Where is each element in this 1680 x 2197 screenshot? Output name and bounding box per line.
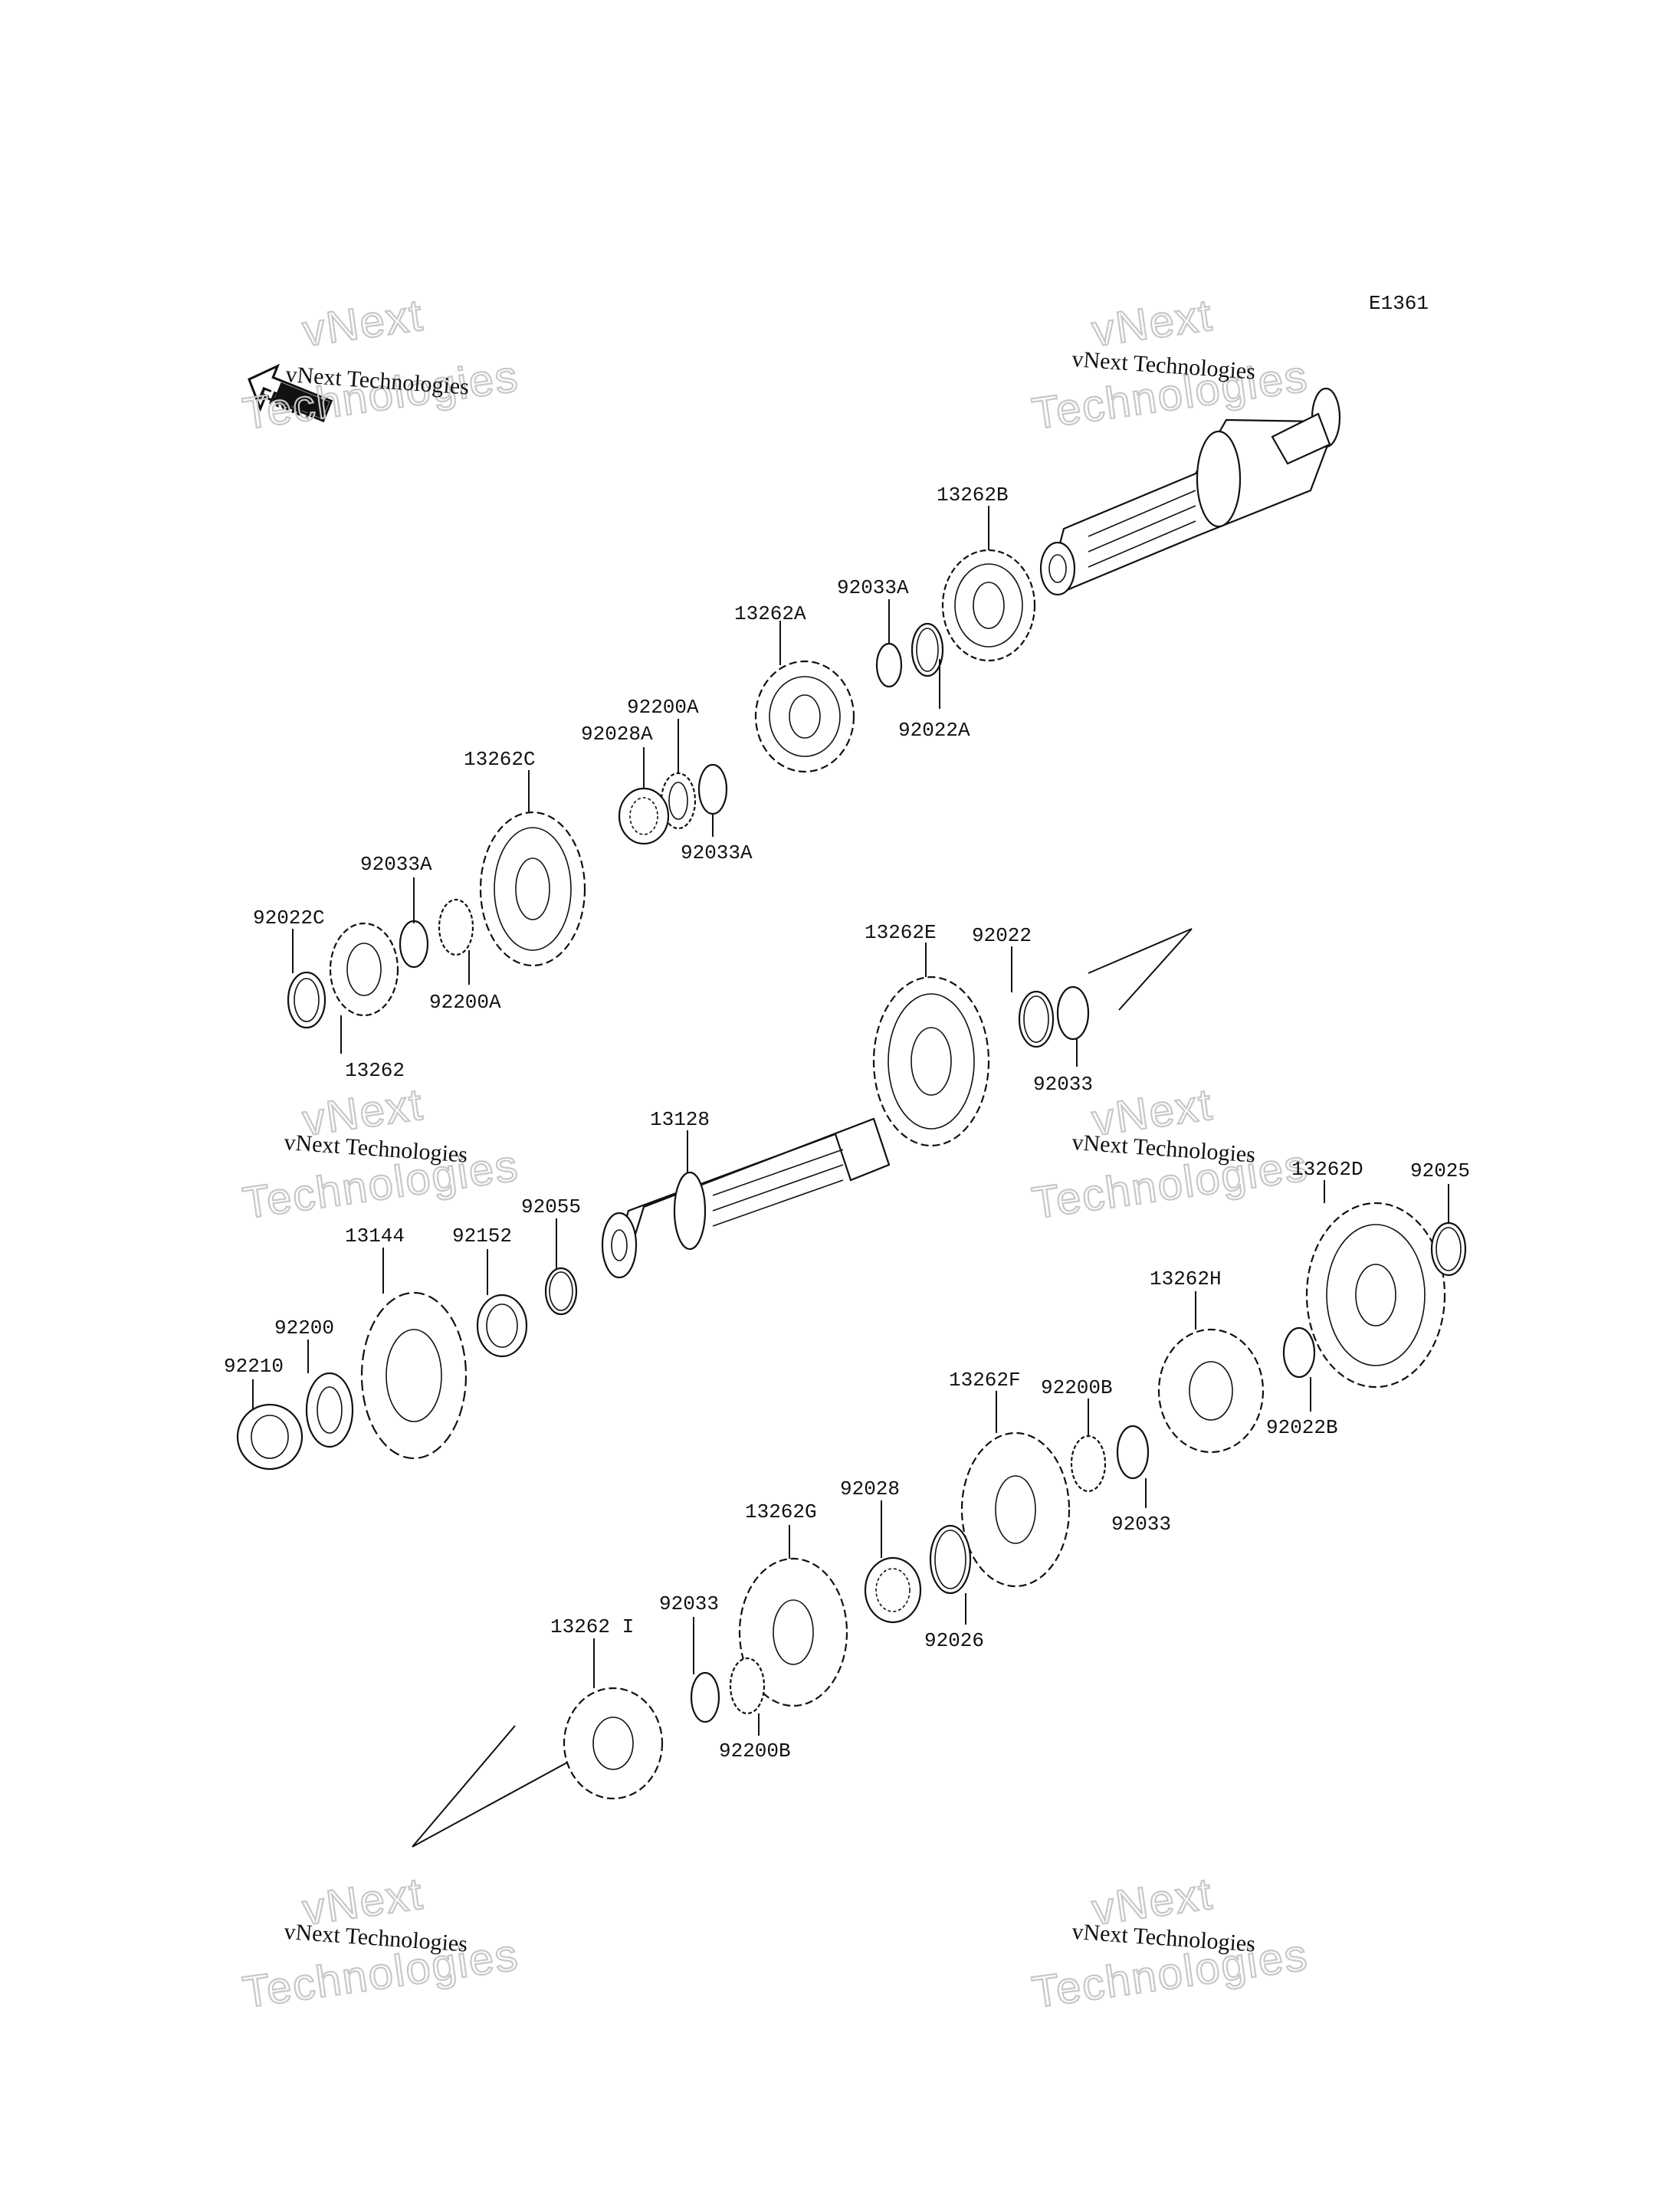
pointer-line-lower-left xyxy=(412,1725,516,1848)
nut-92210 xyxy=(236,1403,304,1471)
label-92022A: 92022A xyxy=(898,719,970,742)
label-13262I: 13262 I xyxy=(550,1615,634,1638)
label-92200B-2: 92200B xyxy=(719,1740,791,1763)
label-92022B: 92022B xyxy=(1266,1416,1338,1439)
gear-13262B xyxy=(941,549,1036,662)
gear-13262A xyxy=(754,660,855,773)
washer-92022 xyxy=(1018,990,1055,1048)
circlip-92033-lower xyxy=(690,1671,720,1723)
washer-92200A-lower xyxy=(438,898,474,956)
watermark-top-left: vNext Technologies vNext Technologies xyxy=(239,289,523,440)
oring-92055 xyxy=(544,1267,578,1316)
watermark-mid-right: vNext Technologies vNext Technologies xyxy=(1029,1078,1312,1229)
gear-13262I xyxy=(563,1687,664,1800)
gear-13262G xyxy=(738,1557,848,1707)
collar-92152 xyxy=(476,1294,528,1358)
label-92022C: 92022C xyxy=(253,907,325,930)
label-92022: 92022 xyxy=(972,924,1032,947)
label-92028A: 92028A xyxy=(581,723,653,746)
pointer-line-upper-right-2 xyxy=(1118,928,1193,1011)
lower-shaft-13128 xyxy=(601,1117,891,1279)
label-13262H: 13262H xyxy=(1150,1267,1222,1290)
gear-13262E xyxy=(872,976,990,1147)
label-92025: 92025 xyxy=(1410,1159,1470,1182)
washer-92200B-upper xyxy=(1070,1435,1107,1493)
label-13262: 13262 xyxy=(345,1059,405,1082)
label-92033A-3: 92033A xyxy=(360,853,432,876)
label-92152: 92152 xyxy=(452,1225,512,1248)
label-92033A-1: 92033A xyxy=(837,576,909,599)
label-92200B-1: 92200B xyxy=(1041,1376,1113,1399)
washer-92022C xyxy=(287,971,326,1029)
label-92055: 92055 xyxy=(521,1195,581,1218)
label-13262B: 13262B xyxy=(937,484,1009,507)
label-92026: 92026 xyxy=(924,1629,984,1652)
svg-text:vNext: vNext xyxy=(300,290,427,356)
label-92033-3: 92033 xyxy=(659,1592,719,1615)
washer-92022A xyxy=(911,622,944,677)
washer-92200B-lower xyxy=(729,1657,766,1715)
sprocket-13144 xyxy=(360,1291,468,1460)
label-13262A: 13262A xyxy=(734,602,806,625)
pointer-line-lower-left-2 xyxy=(412,1762,568,1848)
label-13262C: 13262C xyxy=(464,748,536,771)
label-92033A-2: 92033A xyxy=(681,841,753,864)
svg-text:Technologies: Technologies xyxy=(240,351,522,439)
label-92200: 92200 xyxy=(274,1317,334,1340)
part-labels: 13262B 92033A 92022A 13262A 92200A 92028… xyxy=(224,484,1470,1763)
bearing-92028 xyxy=(864,1556,922,1624)
circlip-92033-right xyxy=(1056,985,1090,1041)
bearing-92028A xyxy=(618,787,670,845)
gear-13262 xyxy=(329,922,399,1017)
label-13262G: 13262G xyxy=(745,1500,817,1523)
gear-13262F xyxy=(960,1431,1071,1588)
diagram-code: E1361 xyxy=(1369,292,1429,315)
watermark-bottom-left: vNext Technologies vNext Technologies xyxy=(239,1867,523,2018)
circlip-92033A-upper xyxy=(875,642,903,688)
watermark-top-right: vNext Technologies vNext Technologies xyxy=(1029,289,1312,440)
washer-92026 xyxy=(929,1524,972,1595)
label-92033-2: 92033 xyxy=(1111,1513,1171,1536)
label-13262E: 13262E xyxy=(865,921,937,944)
label-92200A-1: 92200A xyxy=(627,696,699,719)
pointer-line-upper-right xyxy=(1088,928,1193,974)
circlip-92033-mid xyxy=(1116,1425,1150,1480)
circlip-92033A-mid xyxy=(697,763,728,815)
label-13262F: 13262F xyxy=(949,1369,1021,1392)
watermark-bottom-right: vNext Technologies vNext Technologies xyxy=(1029,1867,1312,2018)
label-92028: 92028 xyxy=(840,1477,900,1500)
leader-lines xyxy=(252,506,1449,1736)
label-92210: 92210 xyxy=(224,1355,284,1378)
gear-13262C xyxy=(479,811,586,967)
washer-92022B xyxy=(1282,1326,1316,1379)
label-92033-1: 92033 xyxy=(1033,1073,1093,1096)
washer-92200 xyxy=(305,1372,354,1448)
circlip-92033A-lower xyxy=(399,920,429,969)
gear-13262D xyxy=(1305,1202,1446,1389)
upper-shaft xyxy=(1039,387,1341,596)
svg-text:vNext: vNext xyxy=(1089,290,1216,356)
washer-92025 xyxy=(1430,1221,1467,1277)
gear-13262H xyxy=(1157,1328,1265,1454)
label-13144: 13144 xyxy=(345,1225,405,1248)
label-92200A-2: 92200A xyxy=(429,991,501,1014)
front-arrow-icon xyxy=(248,363,333,423)
label-13262D: 13262D xyxy=(1291,1158,1363,1181)
label-13128: 13128 xyxy=(650,1108,710,1131)
watermark-mid-left: vNext Technologies vNext Technologies xyxy=(239,1078,523,1229)
